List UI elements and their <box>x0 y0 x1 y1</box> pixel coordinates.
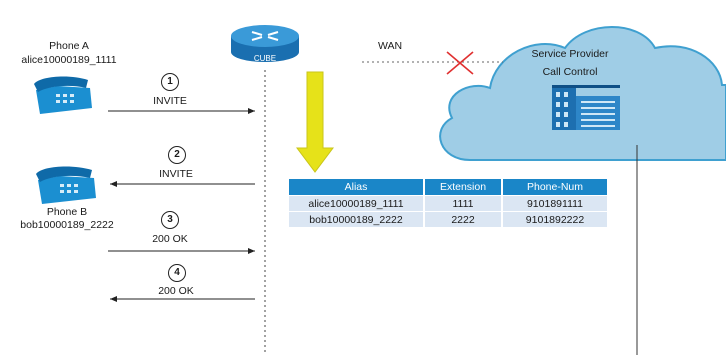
alias-table: Alias Extension Phone-Num alice10000189_… <box>289 179 607 227</box>
phone-a-alias: alice10000189_1111 <box>21 54 117 66</box>
building-icon <box>552 85 620 130</box>
header-alias: Alias <box>289 179 425 196</box>
phone-a-name: Phone A <box>49 40 89 52</box>
cell-alias: bob10000189_2222 <box>289 211 425 227</box>
step-3-number: 3 <box>161 211 179 229</box>
step-1-message: INVITE <box>153 95 187 107</box>
cell-extension: 2222 <box>424 211 503 227</box>
cloud-label-line2: Call Control <box>542 66 598 78</box>
step-2-message: INVITE <box>159 168 193 180</box>
table-row: alice10000189_1111 1111 9101891111 <box>289 195 607 212</box>
alias-table-header-row: Alias Extension Phone-Num <box>289 179 607 196</box>
cell-phone-num: 9101892222 <box>502 211 607 227</box>
step-2-number: 2 <box>168 146 186 164</box>
phone-b-icon <box>36 166 96 204</box>
wan-label: WAN <box>378 40 403 52</box>
table-row: bob10000189_2222 2222 9101892222 <box>289 211 607 227</box>
step-4-number: 4 <box>168 264 186 282</box>
cell-phone-num: 9101891111 <box>502 195 607 212</box>
step-1-number: 1 <box>161 73 179 91</box>
cloud-label-line1: Service Provider <box>531 48 609 60</box>
header-phone-num: Phone-Num <box>502 179 607 196</box>
cell-alias: alice10000189_1111 <box>289 195 425 212</box>
header-extension: Extension <box>424 179 503 196</box>
yellow-down-arrow <box>296 71 334 173</box>
phone-b-alias: bob10000189_2222 <box>20 219 114 231</box>
step-4-message: 200 OK <box>158 285 194 297</box>
cell-extension: 1111 <box>424 195 503 212</box>
cube-router-icon <box>231 25 299 62</box>
wan-failure-x-icon <box>446 51 474 75</box>
step-3-message: 200 OK <box>152 233 188 245</box>
service-provider-cloud <box>439 26 726 161</box>
phone-a-icon <box>34 76 92 114</box>
cube-label: CUBE <box>253 54 277 63</box>
phone-b-name: Phone B <box>46 206 88 218</box>
